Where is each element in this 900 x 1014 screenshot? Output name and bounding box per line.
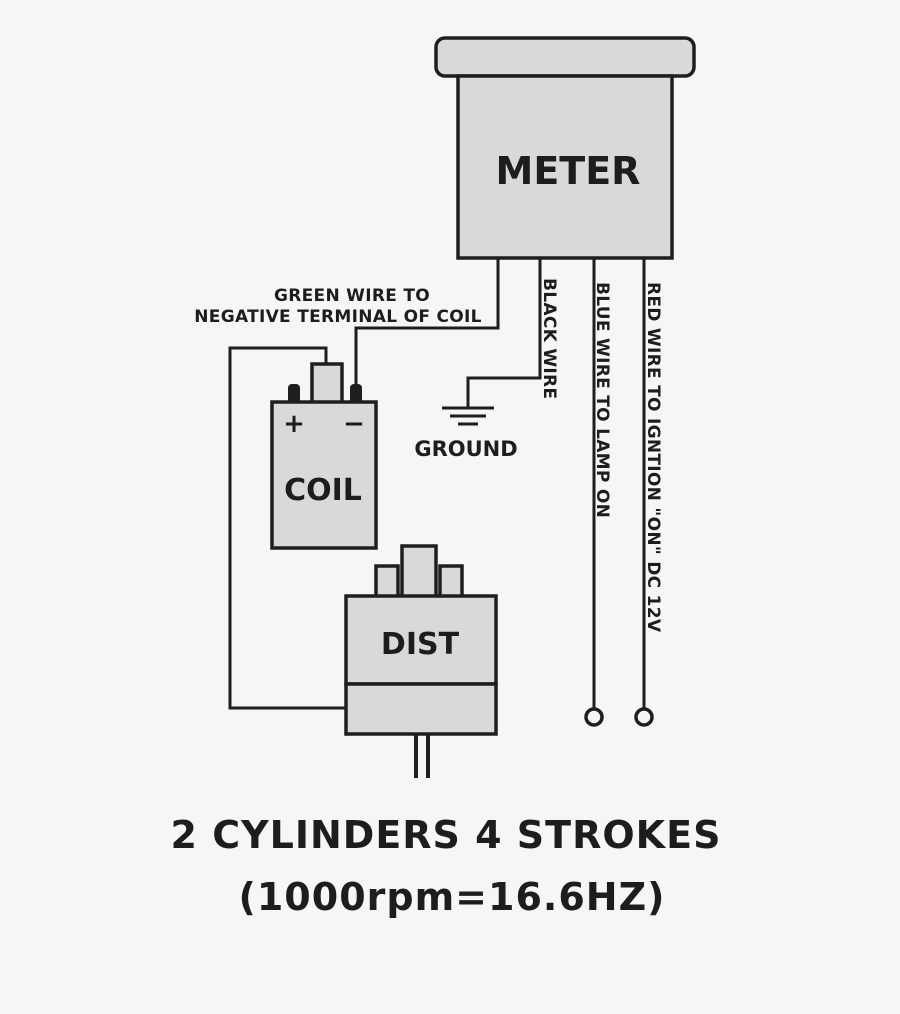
blue-wire-terminal <box>584 707 604 727</box>
coil-plus-sign: + <box>283 409 305 439</box>
coil-to-dist-wire <box>228 346 412 710</box>
dist-label: DIST <box>381 627 460 662</box>
meter-body <box>456 74 674 260</box>
coil-minus-sign: − <box>343 409 365 439</box>
title-line2: (1000rpm=16.6HZ) <box>239 875 666 919</box>
coil-minus-terminal <box>350 384 362 404</box>
dist-base <box>344 682 498 736</box>
title-line1: 2 CYLINDERS 4 STROKES <box>171 813 722 857</box>
coil: + − COIL <box>270 362 378 550</box>
red-wire-label: RED WIRE TO IGNTION "ON" DC 12V <box>643 282 663 633</box>
coil-body <box>270 400 378 550</box>
meter: METER <box>434 36 696 260</box>
ground-symbol-icon <box>442 406 494 426</box>
coil-top-post <box>310 362 344 406</box>
meter-label: METER <box>496 149 641 193</box>
green-wire-label-line2: NEGATIVE TERMINAL OF COIL <box>194 307 482 327</box>
black-wire-label: BLACK WIRE <box>539 278 559 399</box>
coil-label: COIL <box>284 473 362 508</box>
green-wire <box>354 258 500 388</box>
distributor: DIST <box>344 544 498 778</box>
green-wire-label-line1: GREEN WIRE TO <box>274 286 430 306</box>
ground-label: GROUND <box>414 437 517 461</box>
blue-wire-label: BLUE WIRE TO LAMP ON <box>592 282 612 518</box>
wires <box>228 258 646 710</box>
black-wire <box>466 258 542 408</box>
meter-bezel <box>434 36 696 78</box>
coil-plus-terminal <box>288 384 300 404</box>
red-wire-terminal <box>634 707 654 727</box>
dist-cap-center-tower <box>400 544 438 602</box>
